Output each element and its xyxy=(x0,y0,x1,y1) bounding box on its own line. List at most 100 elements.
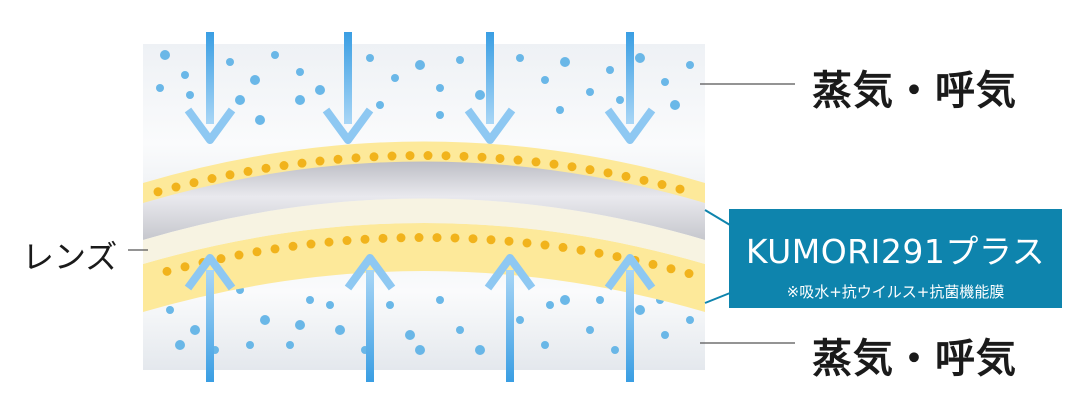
droplet xyxy=(456,326,464,334)
arrow-down-icon xyxy=(322,32,374,144)
coating-particle xyxy=(360,234,370,244)
droplet xyxy=(661,78,669,86)
droplet xyxy=(295,320,305,330)
coating-particle xyxy=(207,174,217,184)
coating-particle xyxy=(459,151,469,161)
coating-particle xyxy=(171,182,181,192)
coating-particle xyxy=(252,247,262,257)
droplet xyxy=(255,115,265,125)
lens-body xyxy=(143,161,705,240)
droplet xyxy=(235,95,245,105)
droplet xyxy=(246,341,254,349)
droplet xyxy=(226,58,234,66)
droplet xyxy=(260,315,270,325)
coating-particle xyxy=(225,170,235,180)
coating-particle xyxy=(639,175,649,185)
coating-particles xyxy=(153,151,694,279)
product-note: ※吸水+抗ウイルス+抗菌機能膜 xyxy=(786,283,1005,301)
droplet xyxy=(186,91,194,99)
coating-particle xyxy=(576,245,586,255)
steam-droplets xyxy=(156,50,694,355)
coating-particle xyxy=(612,252,622,262)
droplet xyxy=(415,345,425,355)
coating-particle xyxy=(450,233,460,243)
arrow-down-icon xyxy=(604,32,656,144)
coating-particle xyxy=(522,238,532,248)
coating-particle xyxy=(495,153,505,163)
droplet xyxy=(376,101,384,109)
coating-particle xyxy=(540,240,550,250)
droplet xyxy=(556,106,564,114)
coating-particle xyxy=(405,151,415,161)
coating-particle xyxy=(558,242,568,252)
coating-particle xyxy=(477,152,487,162)
droplet xyxy=(296,68,304,76)
droplet xyxy=(405,330,415,340)
coating-particle xyxy=(234,250,244,260)
droplet xyxy=(156,84,164,92)
droplet xyxy=(475,90,485,100)
coating-particle xyxy=(423,151,433,161)
arrow-up-icon xyxy=(484,254,536,382)
coating-particle xyxy=(648,259,658,269)
droplet xyxy=(635,305,645,315)
arrow-up-icon xyxy=(604,254,656,382)
droplet xyxy=(391,74,399,82)
droplet xyxy=(611,346,619,354)
coating-particle xyxy=(378,233,388,243)
droplet xyxy=(516,54,524,62)
coating-particle xyxy=(324,237,334,247)
coating-particle xyxy=(468,234,478,244)
droplet xyxy=(670,100,680,110)
arrow-up-icon xyxy=(344,254,396,382)
droplet xyxy=(335,325,345,335)
droplet xyxy=(160,50,170,60)
droplet xyxy=(516,316,524,324)
droplet xyxy=(616,96,624,104)
droplet xyxy=(306,296,314,304)
droplet xyxy=(250,75,260,85)
coating-particle xyxy=(279,161,289,171)
lens-label: レンズ xyxy=(22,238,118,276)
coating-particle xyxy=(531,157,541,167)
droplet xyxy=(456,56,464,64)
coating-particle xyxy=(216,254,226,264)
droplet xyxy=(436,111,444,119)
droplet xyxy=(560,295,570,305)
coating-particle xyxy=(180,262,190,272)
product-name: KUMORI291プラス xyxy=(745,232,1046,271)
coating-particle xyxy=(369,152,379,162)
coating-particle xyxy=(288,241,298,251)
arrows-down xyxy=(184,32,656,144)
coating-particle xyxy=(657,180,667,190)
coating-particle xyxy=(549,159,559,169)
droplet xyxy=(606,66,614,74)
coating-particle xyxy=(261,163,271,173)
droplet xyxy=(686,61,694,69)
droplet xyxy=(596,296,604,304)
droplet xyxy=(586,326,594,334)
droplet xyxy=(541,341,549,349)
droplet xyxy=(166,306,174,314)
steam-label-top: 蒸気・呼気 xyxy=(812,68,1017,114)
coating-particle xyxy=(432,233,442,243)
droplet xyxy=(271,51,279,59)
droplet xyxy=(366,54,374,62)
coating-particle xyxy=(396,233,406,243)
coating-particle xyxy=(441,151,451,161)
droplet xyxy=(436,296,444,304)
droplet xyxy=(586,88,594,96)
droplet xyxy=(635,53,645,63)
coating-particle xyxy=(666,264,676,274)
coating-particle xyxy=(585,165,595,175)
droplet xyxy=(326,301,334,309)
coating-layer-top xyxy=(143,141,705,214)
droplet xyxy=(175,340,185,350)
coating-particle xyxy=(315,156,325,166)
product-label-box: KUMORI291プラス ※吸水+抗ウイルス+抗菌機能膜 xyxy=(729,209,1062,308)
coating-particle xyxy=(504,236,514,246)
coating-particle xyxy=(414,233,424,243)
droplet xyxy=(386,301,394,309)
droplet xyxy=(436,84,444,92)
coating-particle xyxy=(603,168,613,178)
